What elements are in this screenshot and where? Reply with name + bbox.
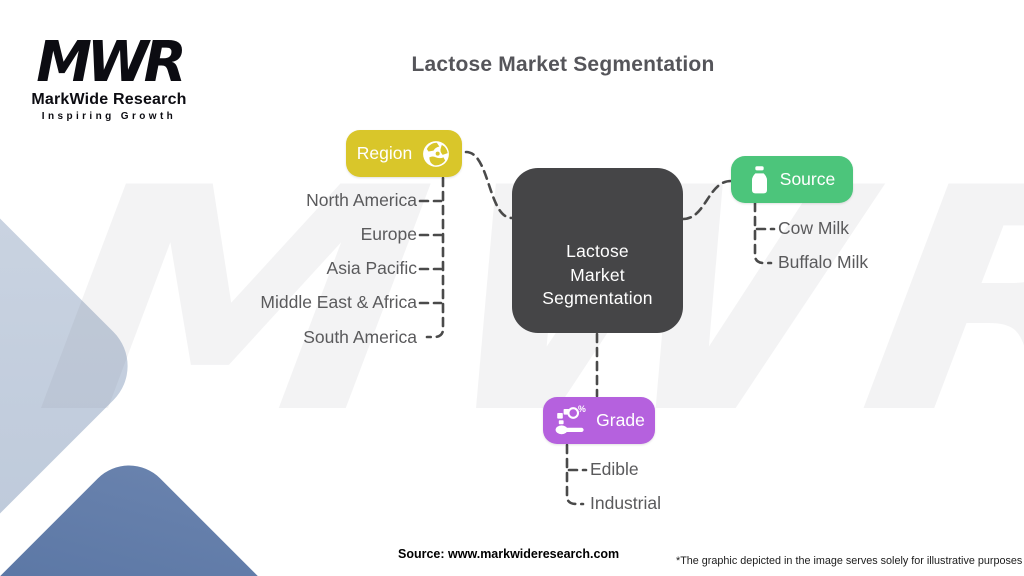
region-badge: Region <box>346 130 462 177</box>
center-node-line2: Market <box>570 264 625 285</box>
center-node: Lactose Market Segmentation <box>512 168 683 333</box>
markwide-logo: MWR MarkWide Research Inspiring Growth <box>30 30 188 123</box>
connector-grade-trunk <box>565 443 585 506</box>
logo-acronym: MWR <box>36 30 187 95</box>
region-item-north-america: North America <box>306 190 417 210</box>
page-title: Lactose Market Segmentation <box>411 53 715 76</box>
grade-badge: % Grade <box>543 397 655 444</box>
globe-icon <box>421 139 451 169</box>
source-item-cow-milk: Cow Milk <box>778 218 849 238</box>
connector-center-source <box>681 179 733 221</box>
corner-decoration-dark <box>0 447 323 576</box>
source-badge-label: Source <box>779 169 836 189</box>
region-item-asia-pacific: Asia Pacific <box>326 258 417 278</box>
svg-text:%: % <box>578 405 586 414</box>
milk-bottle-icon <box>749 165 770 195</box>
logo-tagline: Inspiring Growth <box>41 111 177 123</box>
region-item-middle-east-africa: Middle East & Africa <box>260 292 417 312</box>
grade-badge-label: Grade <box>596 410 645 430</box>
center-node-line1: Lactose <box>566 241 629 261</box>
logo-name: MarkWide Research <box>31 91 187 109</box>
region-item-south-america: South America <box>303 327 417 347</box>
region-item-europe: Europe <box>360 224 417 244</box>
grade-percent-icon: % <box>553 405 587 437</box>
region-badge-label: Region <box>356 143 413 163</box>
footer-source-link: Source: www.markwideresearch.com <box>398 547 620 561</box>
source-item-buffalo-milk: Buffalo Milk <box>778 252 869 272</box>
center-node-line3: Segmentation <box>542 288 653 308</box>
source-badge: Source <box>731 156 853 203</box>
connector-source-trunk <box>753 201 773 265</box>
footer-disclaimer: *The graphic depicted in the image serve… <box>676 555 1023 567</box>
grade-item-edible: Edible <box>590 459 639 479</box>
connector-region-center <box>464 150 514 220</box>
grade-item-industrial: Industrial <box>590 493 662 513</box>
connector-region-trunk <box>425 176 445 339</box>
